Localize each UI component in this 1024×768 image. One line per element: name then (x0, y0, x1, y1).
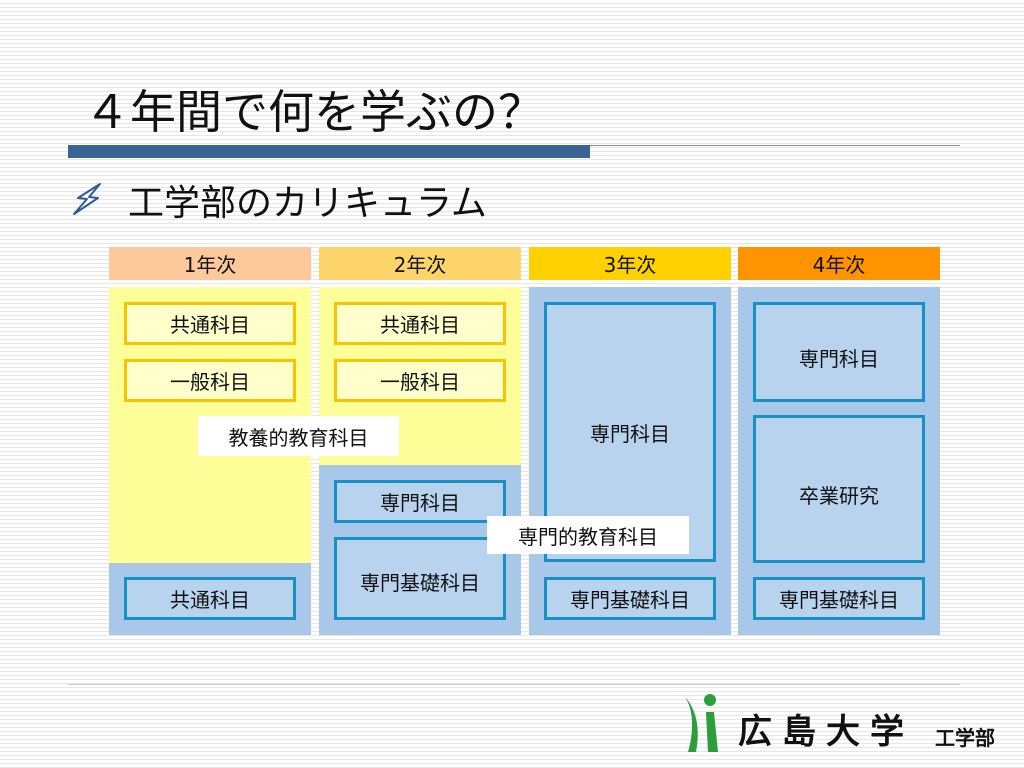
year2-specialized-basic-subjects: 専門基礎科目 (334, 537, 506, 620)
year-header-3: 3年次 (529, 247, 731, 280)
liberal-arts-education-label: 教養的教育科目 (198, 416, 399, 456)
slide-subtitle: 工学部のカリキュラム (128, 183, 487, 224)
footer-divider (68, 684, 960, 685)
specialized-education-label: 専門的教育科目 (487, 516, 689, 554)
year2-specialized-subjects: 専門科目 (334, 480, 506, 523)
year3-specialized-basic-subjects: 専門基礎科目 (544, 577, 716, 620)
year2-general-subjects: 一般科目 (334, 359, 506, 402)
title-underline-line (590, 145, 960, 146)
year1-general-subjects: 一般科目 (124, 359, 296, 402)
year1-common-subjects-lower: 共通科目 (124, 577, 296, 620)
year4-specialized-subjects: 専門科目 (753, 302, 925, 402)
year4-graduation-research: 卒業研究 (753, 415, 925, 563)
university-name: 広島大学 (738, 712, 914, 752)
title-underline-bar (68, 145, 590, 158)
lightning-bullet-icon (70, 182, 104, 216)
year2-common-subjects: 共通科目 (334, 302, 506, 345)
year1-common-subjects: 共通科目 (124, 302, 296, 345)
hiroshima-university-logo-icon (680, 692, 726, 754)
slide-title: ４年間で何を学ぶの？ (84, 85, 544, 139)
year-header-2: 2年次 (319, 247, 521, 280)
faculty-name: 工学部 (935, 726, 995, 750)
year-header-1: 1年次 (109, 247, 311, 280)
year4-specialized-basic-subjects: 専門基礎科目 (753, 577, 925, 620)
year-header-4: 4年次 (738, 247, 940, 280)
